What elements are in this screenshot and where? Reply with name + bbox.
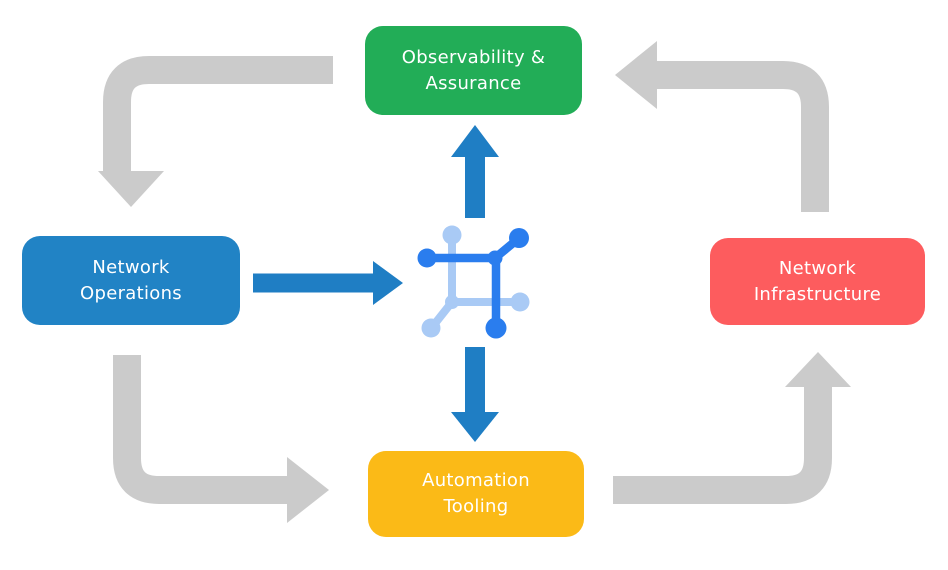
icon-junction <box>487 250 503 266</box>
icon-node <box>510 292 530 312</box>
arrow-shaft <box>103 56 333 171</box>
arrow-operations-to-center <box>253 261 403 305</box>
arrow-shaft <box>113 355 287 504</box>
arrow-head-up-icon <box>451 125 499 157</box>
arrow-head-up-icon <box>785 352 851 387</box>
arrow-operations-to-automation <box>113 355 329 523</box>
node-label: Network Infrastructure <box>753 257 882 305</box>
arrow-head-right-icon <box>373 261 403 305</box>
arrow-automation-to-infrastructure <box>613 352 851 504</box>
arrow-observability-to-operations <box>98 56 333 207</box>
icon-node <box>442 225 462 245</box>
network-icon-light-strokes <box>421 225 530 338</box>
node-label: Automation Tooling <box>422 470 530 517</box>
arrow-infrastructure-to-observability <box>615 41 829 212</box>
arrow-shaft <box>657 61 829 212</box>
node-automation-tooling: Automation Tooling <box>368 451 584 537</box>
arrow-head-right-icon <box>287 457 329 523</box>
icon-node <box>421 318 441 338</box>
arrow-head-left-icon <box>615 41 657 109</box>
arrow-head-down-icon <box>451 412 499 442</box>
arrow-center-to-automation <box>451 347 499 442</box>
icon-node <box>417 248 437 268</box>
network-nodes-icon <box>417 225 530 339</box>
icon-node <box>509 228 529 248</box>
arrow-head-down-icon <box>98 171 164 207</box>
node-network-infrastructure: Network Infrastructure <box>710 238 925 325</box>
arrow-center-to-observability <box>451 125 499 218</box>
node-label: Observability & Assurance <box>401 46 546 94</box>
arrow-shaft <box>613 387 832 504</box>
node-label: Network Operations <box>80 256 182 304</box>
icon-junction <box>445 295 459 309</box>
icon-node <box>485 317 507 339</box>
network-icon-dark-strokes <box>417 228 529 339</box>
node-network-operations: Network Operations <box>22 236 240 325</box>
node-observability-assurance: Observability & Assurance <box>365 26 582 115</box>
